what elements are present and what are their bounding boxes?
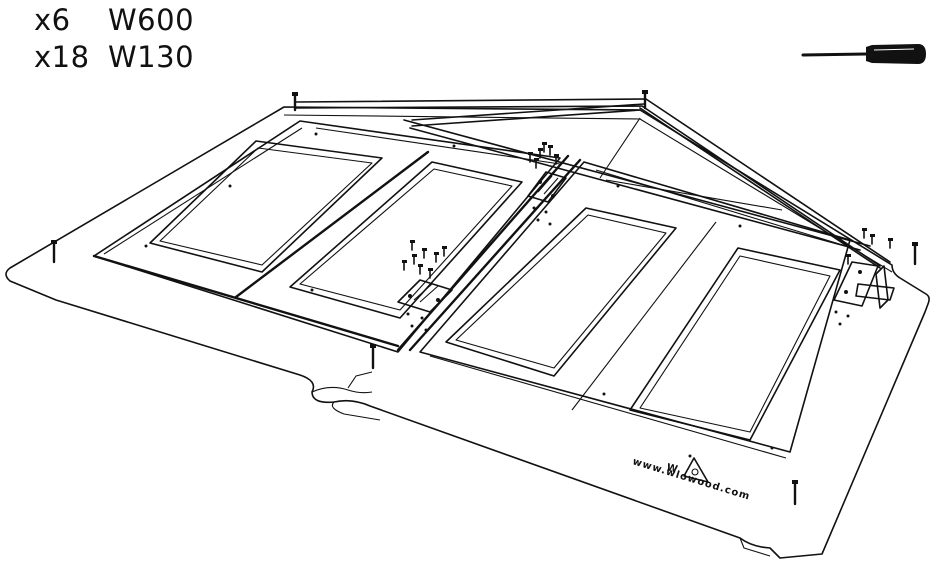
parts-list: x6 W600 x18 W130 (34, 2, 194, 76)
long-screws-w600 (51, 90, 918, 506)
diagonal-braces (295, 98, 891, 269)
screw-icon (870, 234, 875, 245)
wlo-house-logo-icon: W (665, 457, 709, 483)
hinge-upper (527, 171, 567, 203)
hinge-lower (397, 279, 453, 313)
parts-row: x18 W130 (34, 39, 194, 76)
screw-icon (554, 154, 559, 165)
screw-icon (862, 228, 867, 239)
screwdriver-icon (801, 44, 926, 64)
part-qty: x6 (34, 3, 71, 37)
screw-icon (428, 268, 433, 279)
screw-icon (534, 158, 539, 169)
screw-icon (418, 264, 423, 275)
screw-icon (642, 90, 648, 110)
part-qty: x18 (34, 40, 90, 74)
screw-icon (538, 148, 543, 159)
screw-icon (422, 248, 427, 259)
screw-icon (792, 480, 798, 506)
screw-icon (402, 260, 407, 271)
screw-icon (912, 242, 918, 266)
parts-row: x6 W600 (34, 2, 194, 39)
screw-icon (548, 145, 553, 156)
door-bolt-latch (833, 261, 895, 309)
door-panels (149, 117, 841, 441)
pilot-holes (144, 132, 850, 458)
screw-icon (434, 252, 439, 263)
screw-icon (412, 254, 417, 265)
short-screws-w130 (402, 142, 893, 279)
base-board (5, 106, 930, 559)
screw-icon (542, 142, 547, 153)
screw-icon (410, 240, 415, 251)
screw-icon (442, 246, 447, 257)
part-code: W130 (108, 40, 195, 74)
screw-icon (888, 238, 893, 249)
part-code: W600 (108, 3, 195, 37)
screw-icon (528, 152, 533, 163)
screw-icon (292, 92, 298, 112)
svg-text:W: W (665, 462, 679, 476)
screw-icon (370, 344, 376, 370)
screw-icon (846, 254, 851, 265)
screw-icon (51, 240, 57, 264)
